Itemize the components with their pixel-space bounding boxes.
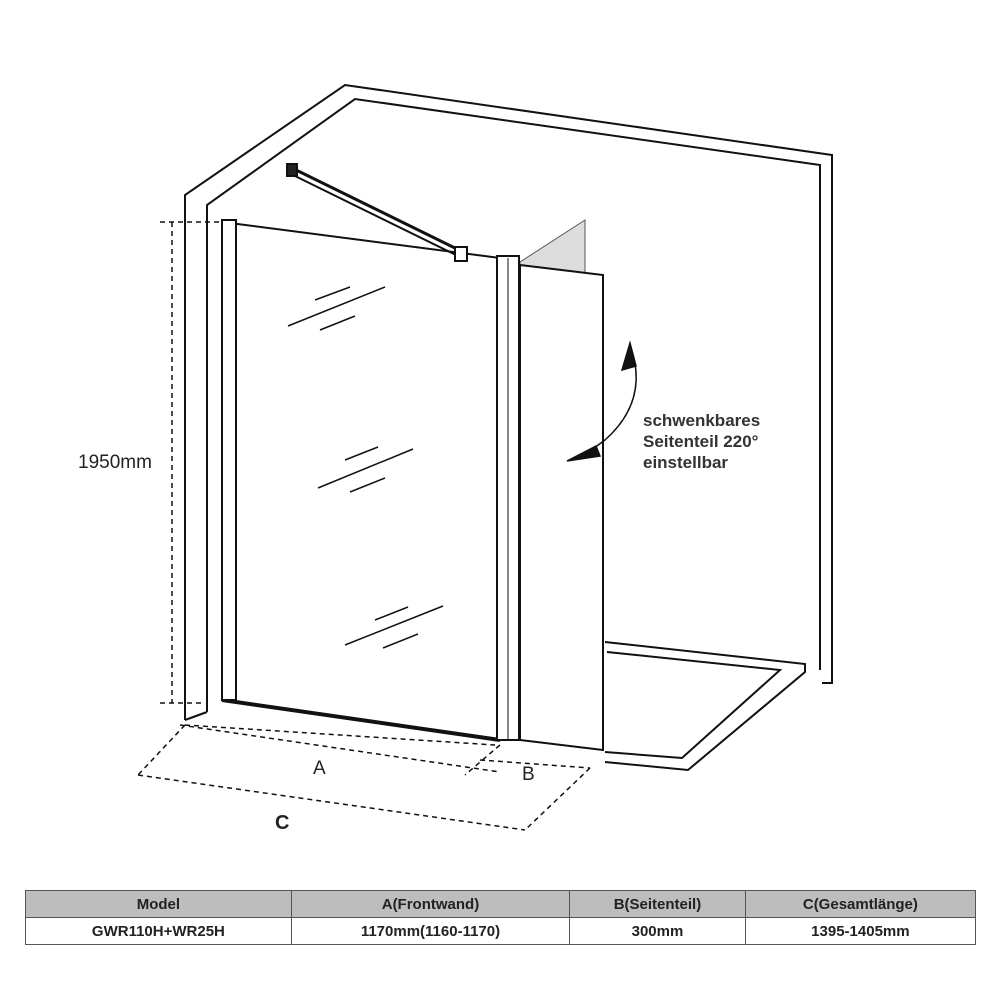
header-cell: A(Frontwand): [290, 890, 571, 918]
swing-note: schwenkbares Seitenteil 220° einstellbar: [643, 410, 760, 473]
front-glass-panel: [221, 219, 520, 742]
note-line: einstellbar: [643, 453, 729, 472]
note-line: schwenkbares: [643, 411, 761, 430]
dimension-lines: [137, 221, 591, 831]
table-row: GWR110H+WR25H 1170mm(1160-1170) 300mm 13…: [25, 917, 977, 945]
shower-tray: [604, 641, 806, 772]
header-cell: C(Gesamtlänge): [744, 890, 977, 918]
header-cell: Model: [25, 890, 292, 918]
spec-table: Model A(Frontwand) B(Seitenteil) C(Gesam…: [25, 890, 977, 945]
glass-reflections: [287, 286, 444, 649]
note-line: Seitenteil 220°: [643, 432, 759, 451]
dimension-b-label: B: [522, 764, 535, 785]
height-label: 1950mm: [78, 452, 152, 473]
table-header-row: Model A(Frontwand) B(Seitenteil) C(Gesam…: [25, 890, 977, 918]
wall: [184, 83, 833, 721]
dimension-c-label: C: [275, 812, 290, 834]
swing-arrow: [566, 340, 637, 462]
dimension-a-label: A: [313, 758, 326, 779]
table-cell: 1170mm(1160-1170): [290, 917, 571, 945]
stabilizer-bar: [286, 163, 468, 262]
table-cell: GWR110H+WR25H: [25, 917, 292, 945]
header-cell: B(Seitenteil): [569, 890, 746, 918]
table-cell: 300mm: [569, 917, 746, 945]
side-glass-panel: [519, 263, 604, 752]
table-cell: 1395-1405mm: [744, 917, 977, 945]
